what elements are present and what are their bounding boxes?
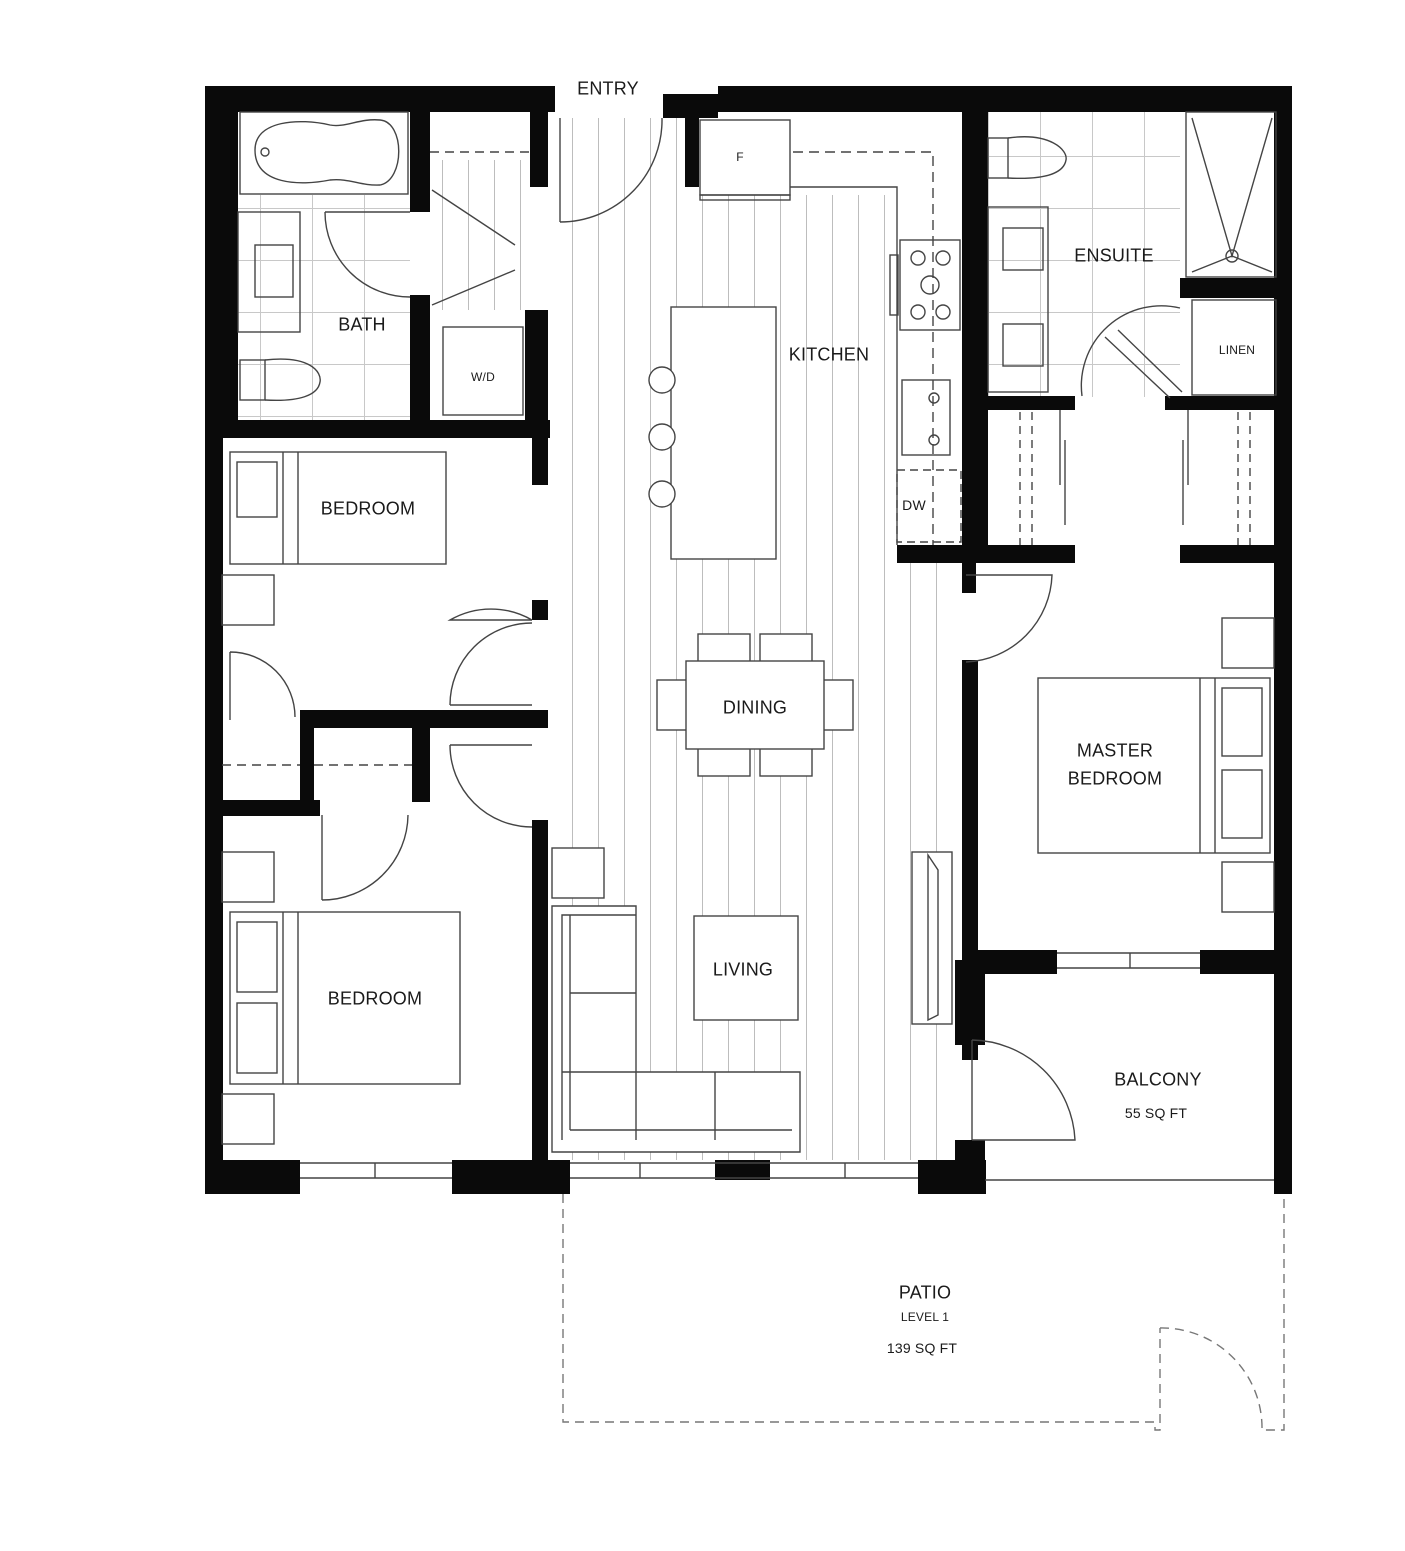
bath-label: BATH (338, 314, 386, 335)
floor-tile (238, 112, 1180, 420)
master-bedroom-label-line1: MASTER (1076, 740, 1154, 761)
patio-label: PATIO (898, 1282, 952, 1303)
walls (205, 86, 1292, 1194)
bedroom-label-1: BEDROOM (320, 498, 416, 519)
balcony-label: BALCONY (1114, 1069, 1202, 1090)
ensuite-label: ENSUITE (1074, 245, 1154, 266)
fixtures (221, 111, 1285, 1431)
laundry-label: W/D (471, 370, 495, 384)
kitchen-label: KITCHEN (788, 344, 870, 365)
balcony-area: 55 SQ FT (1124, 1105, 1188, 1121)
linen-label: LINEN (1218, 343, 1256, 357)
entry-label: ENTRY (577, 78, 639, 99)
bedroom-label-2: BEDROOM (327, 988, 423, 1009)
master-bedroom-label-line2: BEDROOM (1067, 768, 1163, 789)
dishwasher-label: DW (902, 497, 926, 513)
dining-label: DINING (722, 697, 788, 718)
patio-level: LEVEL 1 (900, 1310, 950, 1324)
fridge-label: F (736, 150, 744, 164)
living-label: LIVING (712, 959, 774, 980)
patio-area: 139 SQ FT (886, 1340, 958, 1356)
